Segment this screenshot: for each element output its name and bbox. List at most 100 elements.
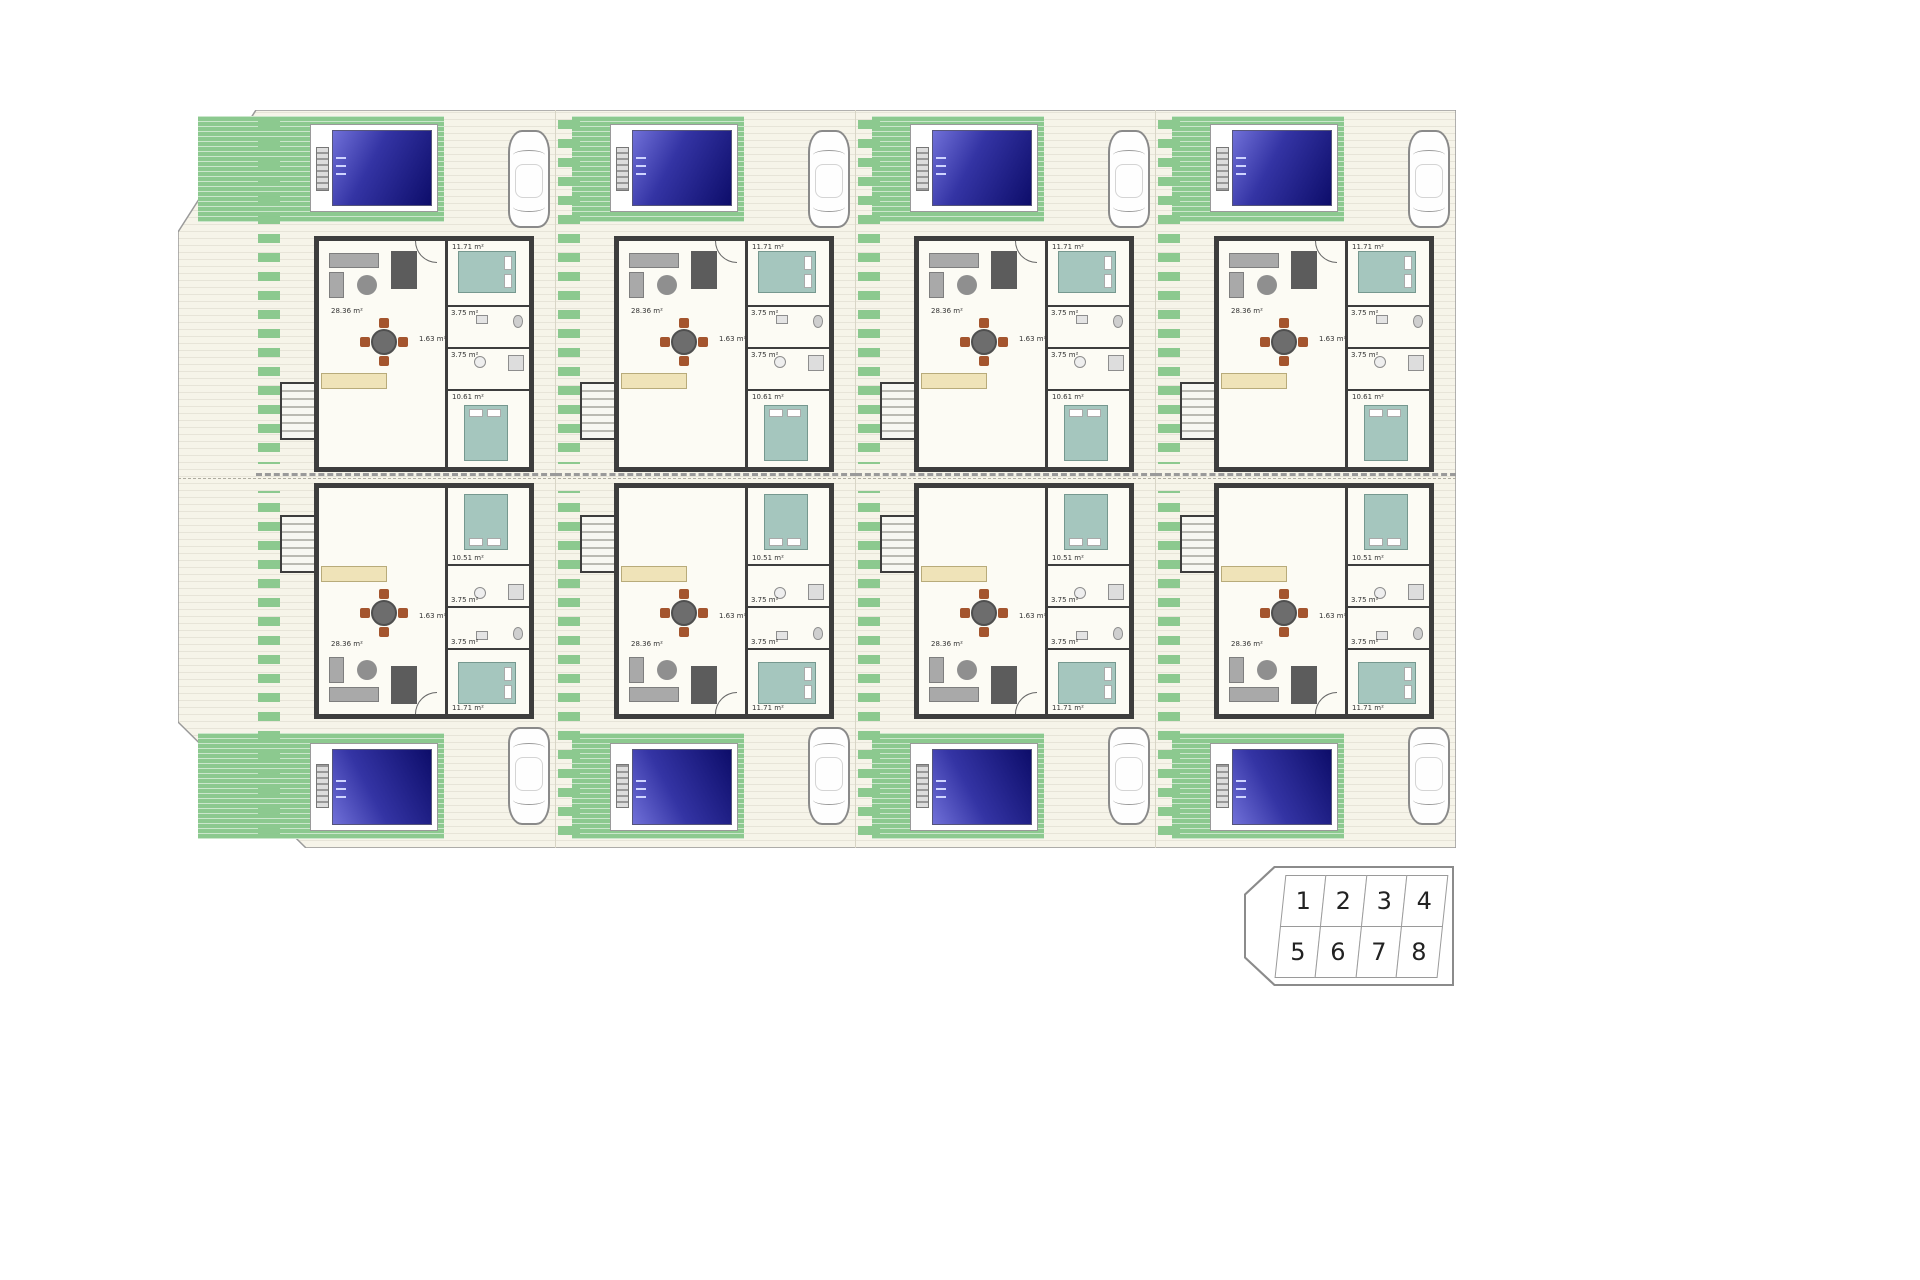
bedroom-1: 11.71 m² [1048,241,1129,305]
stairs-icon [280,515,316,573]
rug-icon [657,660,677,680]
house-floorplan: 28.36 m² 11.71 m² 3.75 m² 1.63 m² 3.75 m… [614,236,834,472]
bathroom-2: 3.75 m² [448,349,529,389]
villa-plot-bottom: 28.36 m² 11.71 m² 3.75 m² 1.63 m² 3.75 m… [556,476,856,845]
garden-area [572,116,744,222]
bedroom-2: 10.51 m² [1348,488,1429,564]
bedroom-1: 11.71 m² [748,650,829,714]
key-plan-unit-number: 7 [1370,937,1387,966]
car-icon [1108,130,1150,228]
dining-table-icon [960,589,1008,637]
living-area-label: 28.36 m² [331,640,363,648]
bathroom-2-area-label: 3.75 m² [751,351,779,359]
living-area-label: 28.36 m² [1231,640,1263,648]
pool-ladder-icon [1236,774,1246,798]
bathroom-1: 3.75 m² [1048,608,1129,648]
stairs-icon [580,515,616,573]
pool-ladder-icon [336,157,346,181]
house-floorplan: 28.36 m² 11.71 m² 3.75 m² 1.63 m² 3.75 m… [614,483,834,719]
living-dining-room: 28.36 m² [619,241,745,467]
door-swing-icon [715,692,737,714]
sunbed-icon [316,147,329,191]
villa-plot-bottom: 28.36 m² 11.71 m² 3.75 m² 1.63 m² 3.75 m… [856,476,1156,845]
key-plan-cell-1: 1 [1279,874,1327,927]
sofa-icon [329,253,379,268]
toilet-icon [513,627,523,640]
armchair-icon [629,272,644,298]
bedroom-1: 11.71 m² [1348,241,1429,305]
bathroom-1-area-label: 3.75 m² [451,638,479,646]
key-plan-unit-number: 6 [1330,937,1346,966]
car-icon [1408,727,1450,825]
kitchen-counter-icon [921,373,987,389]
bed-icon [464,405,508,461]
bedroom-2-area-label: 10.61 m² [1352,393,1384,401]
dining-table-icon [1260,318,1308,366]
bathroom-2-area-label: 3.75 m² [1051,351,1079,359]
bed-icon [764,494,808,550]
hall-area-label: 1.63 m² [419,612,447,620]
key-plan-cell-5: 5 [1274,925,1322,978]
hall-area-label: 1.63 m² [1019,612,1047,620]
key-plan-unit-number: 2 [1335,886,1352,915]
swimming-pool [1232,749,1332,825]
key-plan-unit-number: 8 [1411,937,1427,966]
sofa-icon [1229,253,1279,268]
car-icon [508,130,550,228]
bathroom-1-area-label: 3.75 m² [1051,638,1079,646]
stepping-stone-path [1158,120,1180,464]
rug-icon [957,660,977,680]
stepping-stone-path [1158,491,1180,835]
stepping-stone-path [858,120,880,464]
stairs-icon [880,515,916,573]
stairs-icon [580,382,616,440]
bedroom-2: 10.61 m² [448,391,529,467]
bedroom-2: 10.61 m² [1348,391,1429,467]
armchair-icon [929,272,944,298]
kitchen-counter-icon [321,566,387,582]
garden-area [872,116,1044,222]
toilet-icon [1413,315,1423,328]
bathroom-1: 3.75 m² [1048,307,1129,347]
villa-plot-bottom: 28.36 m² 11.71 m² 3.75 m² 1.63 m² 3.75 m… [198,476,556,845]
car-icon [808,727,850,825]
garden-area [198,116,444,222]
pool-deck [910,124,1038,212]
sofa-icon [329,687,379,702]
living-area-label: 28.36 m² [1231,307,1263,315]
sofa-icon [629,687,679,702]
bedroom-1: 11.71 m² [448,241,529,305]
bedroom-1-area-label: 11.71 m² [1352,243,1384,251]
bedroom-1-area-label: 11.71 m² [452,704,484,712]
bed-icon [1364,405,1408,461]
bathroom-1-area-label: 3.75 m² [751,309,779,317]
kitchen-counter-icon [1221,566,1287,582]
bedroom-1-area-label: 11.71 m² [452,243,484,251]
pool-deck [910,743,1038,831]
rug-icon [357,660,377,680]
car-icon [508,727,550,825]
key-plan-cell-4: 4 [1400,874,1448,927]
sunbed-icon [916,147,929,191]
bedroom-2: 10.61 m² [1048,391,1129,467]
living-dining-room: 28.36 m² [319,241,445,467]
bathroom-2-area-label: 3.75 m² [1351,351,1379,359]
shower-icon [1408,355,1424,371]
key-plan-unit-number: 5 [1289,937,1306,966]
tv-cabinet-icon [391,666,417,704]
stairs-icon [1180,515,1216,573]
bathroom-2: 3.75 m² [1048,566,1129,606]
bathroom-2-area-label: 3.75 m² [1051,596,1079,604]
pool-ladder-icon [936,157,946,181]
shower-icon [1108,584,1124,600]
bed-icon [1358,662,1416,704]
bathroom-2-area-label: 3.75 m² [1351,596,1379,604]
living-area-label: 28.36 m² [331,307,363,315]
swimming-pool [332,749,432,825]
bed-icon [758,662,816,704]
swimming-pool [632,749,732,825]
living-area-label: 28.36 m² [931,640,963,648]
stepping-stone-path [558,120,580,464]
tv-cabinet-icon [1291,666,1317,704]
